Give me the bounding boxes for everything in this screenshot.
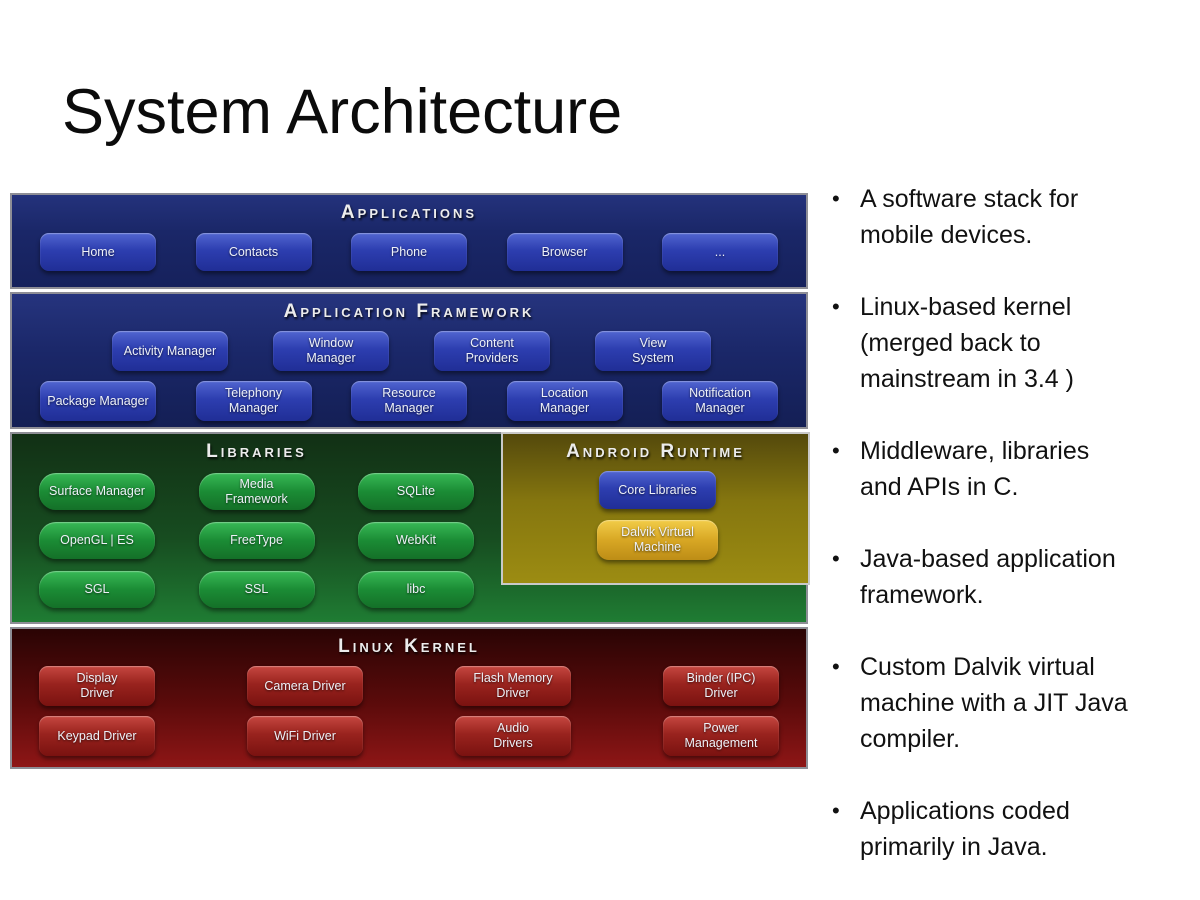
block-freetype: FreeType [198, 522, 315, 559]
bullet-marker [832, 793, 860, 865]
application-framework-panel: Application Framework Activity Manager W… [10, 292, 808, 429]
applications-header: Applications [340, 202, 478, 223]
bullet-list: A software stack for mobile devices. Lin… [832, 181, 1200, 900]
block-window-manager: Window Manager [273, 331, 389, 371]
bullet-marker [832, 541, 860, 613]
bullet-marker [832, 289, 860, 397]
libraries-row-2: OpenGL | ES FreeType WebKit [12, 522, 501, 559]
block-resource-manager: Resource Manager [351, 381, 467, 421]
block-power-management: Power Management [663, 716, 779, 756]
bullet-text: Applications coded primarily in Java. [860, 797, 1070, 861]
libraries-row-3: SGL SSL libc [12, 571, 501, 608]
bullet-text: Linux-based kernel (merged back to mains… [860, 293, 1074, 393]
libraries-row-1: Surface Manager Media Framework SQLite [12, 473, 501, 510]
block-phone: Phone [351, 233, 467, 271]
block-home: Home [40, 233, 156, 271]
block-location-manager: Location Manager [506, 381, 623, 421]
block-ssl: SSL [198, 571, 315, 608]
linux-kernel-header: Linux Kernel [338, 636, 480, 657]
framework-row-2: Package Manager Telephony Manager Resour… [12, 381, 806, 421]
block-display-driver: Display Driver [39, 666, 155, 706]
block-notification-manager: Notification Manager [662, 381, 778, 421]
block-libc: libc [358, 571, 474, 608]
android-runtime-header: Android Runtime [566, 441, 745, 462]
bullet-item: A software stack for mobile devices. [832, 181, 1200, 253]
kernel-row-2: Keypad Driver WiFi Driver Audio Drivers … [12, 716, 806, 756]
applications-panel: Applications Home Contacts Phone Browser… [10, 193, 808, 289]
bullet-text: A software stack for mobile devices. [860, 185, 1079, 249]
application-framework-header: Application Framework [283, 301, 535, 322]
block-content-providers: Content Providers [434, 331, 550, 371]
block-package-manager: Package Manager [40, 381, 156, 421]
block-camera-driver: Camera Driver [247, 666, 363, 706]
block-audio-drivers: Audio Drivers [455, 716, 571, 756]
page-title: System Architecture [62, 77, 623, 147]
bullet-text: Java-based application framework. [860, 545, 1116, 609]
bullet-item: Java-based application framework. [832, 541, 1200, 613]
android-architecture-diagram: Applications Home Contacts Phone Browser… [10, 193, 810, 770]
bullet-item: Middleware, libraries and APIs in C. [832, 433, 1200, 505]
block-telephony-manager: Telephony Manager [195, 381, 312, 421]
bullet-text: Middleware, libraries and APIs in C. [860, 437, 1090, 501]
block-browser: Browser [506, 233, 623, 271]
block-media-framework: Media Framework [198, 473, 315, 510]
block-contacts: Contacts [195, 233, 312, 271]
block-sqlite: SQLite [358, 473, 474, 510]
block-surface-manager: Surface Manager [39, 473, 155, 510]
applications-row: Home Contacts Phone Browser ... [12, 233, 806, 271]
block-wifi-driver: WiFi Driver [247, 716, 363, 756]
block-core-libraries: Core Libraries [599, 471, 716, 509]
bullet-item: Applications coded primarily in Java. [832, 793, 1200, 865]
block-binder-ipc-driver: Binder (IPC) Driver [663, 666, 779, 706]
bullet-text: Custom Dalvik virtual machine with a JIT… [860, 653, 1128, 753]
block-view-system: View System [595, 331, 711, 371]
block-opengl-es: OpenGL | ES [39, 522, 155, 559]
block-more-apps: ... [662, 233, 778, 271]
bullet-marker [832, 433, 860, 505]
block-activity-manager: Activity Manager [112, 331, 228, 371]
framework-row-1: Activity Manager Window Manager Content … [12, 331, 806, 371]
libraries-header: Libraries [206, 441, 307, 462]
block-flash-memory-driver: Flash Memory Driver [455, 666, 571, 706]
bullet-marker [832, 649, 860, 757]
block-webkit: WebKit [358, 522, 474, 559]
kernel-row-1: Display Driver Camera Driver Flash Memor… [12, 666, 806, 706]
bullet-marker [832, 181, 860, 253]
android-runtime-panel: Android Runtime Core Libraries Dalvik Vi… [501, 432, 810, 585]
bullet-item: Custom Dalvik virtual machine with a JIT… [832, 649, 1200, 757]
block-sgl: SGL [39, 571, 155, 608]
linux-kernel-panel: Linux Kernel Display Driver Camera Drive… [10, 627, 808, 769]
block-dalvik-virtual-machine: Dalvik Virtual Machine [597, 520, 718, 560]
bullet-item: Linux-based kernel (merged back to mains… [832, 289, 1200, 397]
block-keypad-driver: Keypad Driver [39, 716, 155, 756]
libraries-panel: Libraries Surface Manager Media Framewor… [10, 432, 810, 624]
